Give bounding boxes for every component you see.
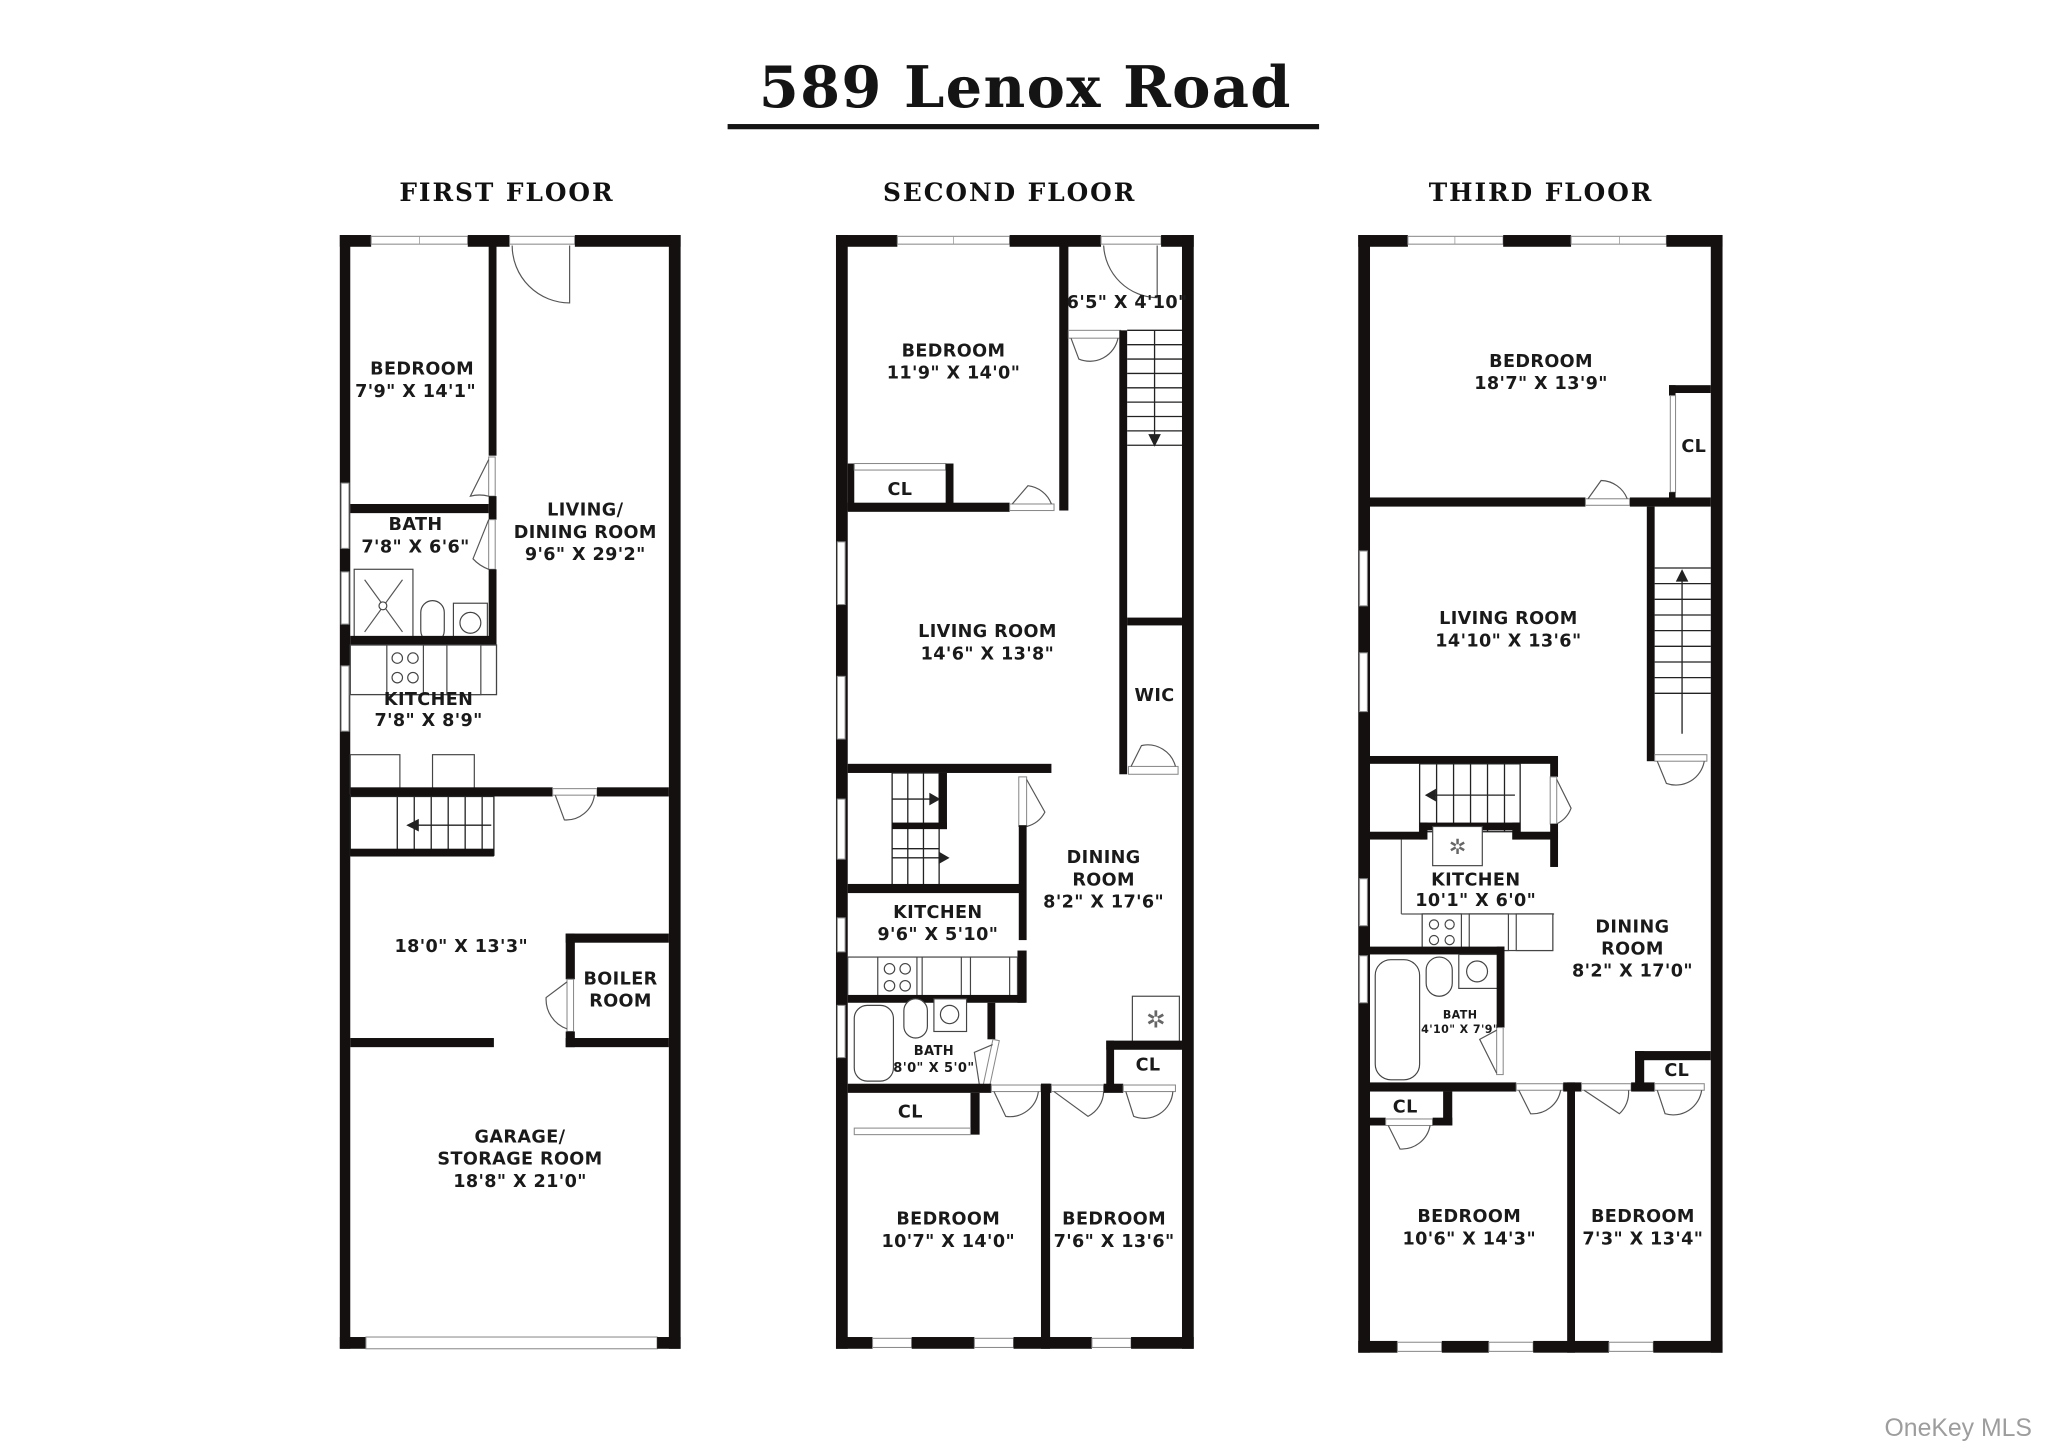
room-dims: 8'2" X 17'0" [1572, 962, 1693, 982]
second-floor-title: Second Floor [883, 178, 1136, 207]
room-name: Garage/ [475, 1127, 566, 1147]
room-dims: 18'8" X 21'0" [453, 1172, 587, 1192]
first-floor-plan [339, 235, 681, 1350]
room-dims: 7'9" X 14'1" [355, 382, 476, 402]
room-dims: 7'6" X 13'6" [1054, 1232, 1175, 1252]
room-name: Boiler [583, 969, 657, 989]
room-dims: 14'6" X 13'8" [921, 644, 1055, 664]
room-name: Dining [1067, 848, 1141, 868]
room-dims: 9'6" X 5'10" [877, 925, 998, 945]
room-name: Bath [389, 515, 443, 535]
room-dims: 18'0" X 13'3" [394, 937, 528, 957]
room-name: Kitchen [893, 903, 982, 923]
page-title: 589 Lenox Road [759, 53, 1292, 121]
room-name: Bedroom [1062, 1210, 1166, 1230]
room-name: CL [1393, 1097, 1418, 1117]
room-name: CL [1681, 437, 1706, 457]
room-name-2: Dining Room [514, 523, 657, 543]
room-dims: 6'5" X 4'10" [1067, 293, 1188, 313]
room-dims: 7'8" X 8'9" [374, 711, 482, 731]
room-name-2: Room [1601, 939, 1664, 959]
room-name: Bedroom [1417, 1207, 1521, 1227]
room-dims: 8'2" X 17'6" [1043, 892, 1164, 912]
room-dims: 4'10" X 7'9" [1421, 1023, 1499, 1036]
second-floor-plan: ✲ [835, 235, 1194, 1349]
room-dims: 10'7" X 14'0" [881, 1232, 1015, 1252]
room-name: Living/ [547, 501, 623, 521]
room-name: Bath [914, 1044, 954, 1059]
third-floor-labels: Bedroom 18'7" X 13'9" CL Living Room 14'… [1393, 352, 1706, 1249]
room-name: Bedroom [1591, 1207, 1695, 1227]
svg-text:✲: ✲ [1146, 1006, 1166, 1034]
svg-text:✲: ✲ [1449, 835, 1467, 859]
room-name: Dining [1595, 917, 1669, 937]
room-dims: 9'6" X 29'2" [525, 545, 646, 565]
third-floor-title: Third Floor [1429, 178, 1654, 207]
watermark: OneKey MLS [1885, 1415, 2032, 1442]
room-name: Kitchen [1431, 870, 1520, 890]
first-floor-title: First Floor [399, 178, 614, 207]
room-name: Bath [1443, 1008, 1478, 1021]
room-dims: 11'9" X 14'0" [887, 364, 1021, 384]
third-floor-plan: ✲ [1358, 235, 1723, 1353]
room-name: CL [1664, 1061, 1689, 1081]
title-underline [727, 124, 1320, 130]
room-dims: 10'6" X 14'3" [1402, 1229, 1536, 1249]
room-name: Bedroom [902, 341, 1006, 361]
room-name: Bedroom [896, 1210, 1000, 1230]
room-name-2: Room [589, 992, 652, 1012]
room-dims: 7'3" X 13'4" [1582, 1229, 1703, 1249]
room-name: Living Room [1439, 609, 1578, 629]
room-name: Bedroom [1489, 352, 1593, 372]
room-dims: 8'0" X 5'0" [893, 1061, 974, 1076]
room-name: CL [898, 1103, 923, 1123]
room-name-2: Storage Room [437, 1150, 602, 1170]
room-name: CL [1136, 1056, 1161, 1076]
room-dims: 10'1" X 6'0" [1415, 891, 1536, 911]
first-floor-labels: Bedroom 7'9" X 14'1" Bath 7'8" X 6'6" Li… [355, 360, 657, 1192]
room-dims: 7'8" X 6'6" [361, 537, 469, 557]
room-name: Bedroom [370, 360, 474, 380]
room-name: WIC [1135, 686, 1175, 706]
room-name: CL [887, 480, 912, 500]
room-name: Living Room [918, 622, 1057, 642]
room-dims: 14'10" X 13'6" [1435, 631, 1581, 651]
room-name-2: Room [1072, 870, 1135, 890]
room-name: Kitchen [384, 690, 473, 710]
second-floor-labels: 6'5" X 4'10" Bedroom 11'9" X 14'0" CL Li… [877, 293, 1187, 1252]
room-dims: 18'7" X 13'9" [1474, 374, 1608, 394]
